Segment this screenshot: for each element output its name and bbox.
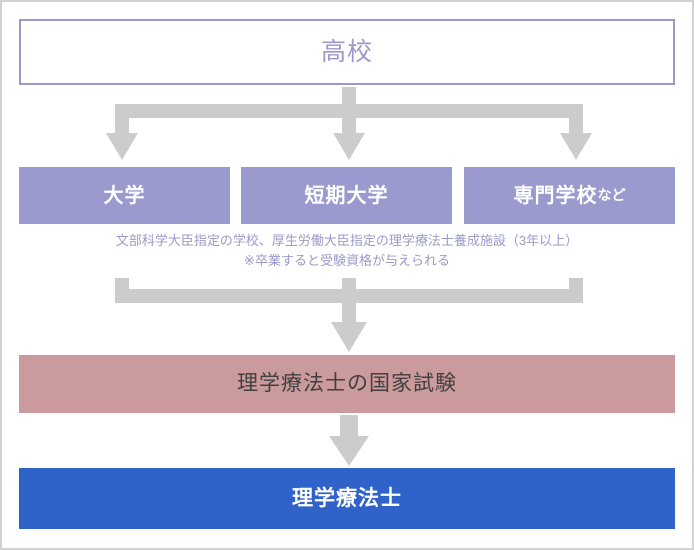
schools-caption-line-1: 文部科学大臣指定の学校、厚生労働大臣指定の理学療法士養成施設（3年以上） [115, 233, 579, 248]
schools-caption-line-2: ※卒業すると受験資格が与えられる [244, 253, 450, 269]
node-university-label: 大学 [103, 184, 146, 207]
node-national-exam: 理学療法士の国家試験 [19, 355, 675, 413]
schools-caption: 文部科学大臣指定の学校、厚生労働大臣指定の理学療法士養成施設（3年以上） ※卒業… [19, 231, 675, 271]
node-highschool-label: 高校 [320, 38, 373, 66]
node-vocational-school-label: 専門学校 [513, 184, 598, 207]
node-vocational-school: 専門学校など [464, 167, 675, 224]
node-highschool: 高校 [19, 19, 675, 85]
node-vocational-school-suffix: など [597, 187, 626, 204]
node-physical-therapist: 理学療法士 [19, 468, 675, 529]
node-junior-college-label: 短期大学 [304, 184, 389, 207]
node-university: 大学 [19, 167, 230, 224]
node-national-exam-label: 理学療法士の国家試験 [237, 372, 457, 396]
node-physical-therapist-label: 理学療法士 [292, 486, 402, 510]
node-junior-college: 短期大学 [241, 167, 452, 224]
